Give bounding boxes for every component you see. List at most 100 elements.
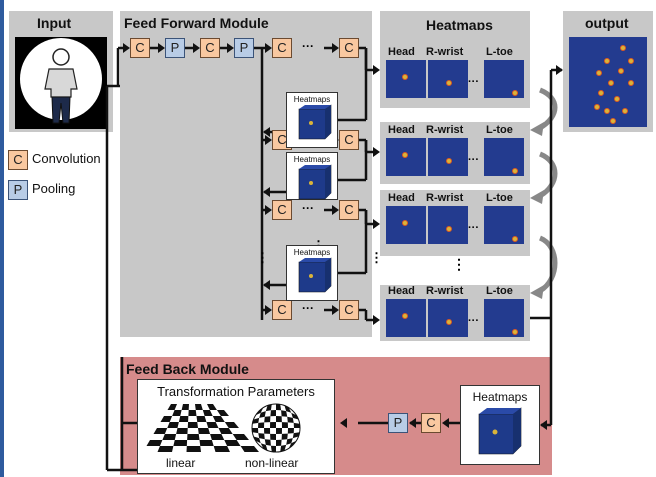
arrowhead [373, 315, 380, 325]
heatmap-image [428, 138, 468, 176]
heatmaps-cube-label: Heatmaps [293, 95, 331, 104]
feedback-conv: C [421, 413, 441, 433]
feedback-heatmaps-box: Heatmaps [460, 385, 540, 465]
heatmap-image [484, 138, 524, 176]
output-keypoint [594, 104, 600, 110]
conv-ellipsis: ··· [302, 201, 314, 215]
heatmap-label: R-wrist [426, 46, 464, 58]
keypoint-dot [512, 168, 518, 174]
arrowhead [373, 219, 380, 229]
output-panel: output [563, 11, 653, 132]
conv-block: C [339, 200, 359, 220]
heatmap-label: L-toe [486, 285, 513, 297]
output-keypoint [620, 45, 626, 51]
arrowhead [227, 43, 234, 53]
arrowhead [265, 305, 272, 315]
heatmap-label: L-toe [486, 192, 513, 204]
conv-ellipsis: ··· [302, 301, 314, 315]
heatmap-label: L-toe [486, 46, 513, 58]
conv-block: C [339, 300, 359, 320]
vdots: ⋮ [256, 250, 269, 265]
heatmap-image [428, 299, 468, 337]
heatmaps-vdots: ⋮ [452, 256, 466, 272]
arrowhead [373, 65, 380, 75]
linear-label: linear [166, 456, 196, 470]
heatmap-image [386, 299, 426, 337]
heatmaps-cube: Heatmaps [286, 245, 338, 301]
output-title: output [585, 15, 629, 31]
pool-block: P [234, 38, 254, 58]
keypoint-dot [402, 313, 408, 319]
heatmap-ellipsis: ··· [468, 154, 479, 166]
arrowhead [332, 43, 339, 53]
heatmap-label: R-wrist [426, 285, 464, 297]
person-figure [15, 37, 107, 129]
arrowhead [332, 205, 339, 215]
conv-block: C [200, 38, 220, 58]
curved-arrow [538, 151, 558, 199]
heatmap-label: Head [388, 124, 415, 136]
heatmaps-cube-label: Heatmaps [293, 248, 331, 257]
heatmaps-cube: Heatmaps [286, 92, 338, 148]
heatmap-label: R-wrist [426, 124, 464, 136]
arrowhead [263, 280, 270, 290]
arrowhead [123, 43, 130, 53]
legend-conv-box: C [8, 150, 28, 170]
keypoint-dot [446, 158, 452, 164]
conv-block: C [272, 200, 292, 220]
transformation-title: Transformation Parameters [157, 384, 315, 399]
heatmaps-cube-label: Heatmaps [293, 155, 331, 164]
keypoint-dot [446, 319, 452, 325]
conv-block: C [272, 38, 292, 58]
output-keypoint [622, 108, 628, 114]
feedback-heatmaps-label: Heatmaps [472, 390, 528, 404]
conv-block: C [339, 38, 359, 58]
arrowhead [373, 147, 380, 157]
arrowhead [540, 420, 547, 430]
arrowhead [263, 187, 270, 197]
keypoint-dot [402, 220, 408, 226]
keypoint-dot [402, 74, 408, 80]
legend-conv-label: Convolution [32, 151, 101, 166]
output-keypoint [610, 118, 616, 124]
conv-block: C [130, 38, 150, 58]
curved-arrow [538, 235, 558, 294]
feed-forward-title: Feed Forward Module [124, 15, 269, 31]
keypoint-dot [446, 80, 452, 86]
vdots: ⋮ [370, 250, 383, 265]
conv-ellipsis: ··· [302, 39, 314, 53]
heatmap-ellipsis: ··· [468, 315, 479, 327]
heatmap-image [484, 206, 524, 244]
warped-grids [146, 403, 301, 453]
heatmap-row: Head R-wrist L-toe ··· [380, 285, 530, 341]
heatmap-image [386, 60, 426, 98]
keypoint-dot [446, 226, 452, 232]
conv-block: C [272, 300, 292, 320]
output-keypoint [628, 58, 634, 64]
output-keypoint [618, 68, 624, 74]
curved-arrowhead [530, 190, 544, 204]
curved-arrow [538, 87, 558, 131]
legend-pool-box: P [8, 180, 28, 200]
heatmap-label: Head [388, 285, 415, 297]
output-keypoint [614, 96, 620, 102]
arrowhead [193, 43, 200, 53]
heatmaps-cube: Heatmaps [286, 152, 338, 200]
feedback-pool: P [388, 413, 408, 433]
arrowhead [332, 305, 339, 315]
heatmap-label: L-toe [486, 124, 513, 136]
curved-arrowhead [530, 122, 544, 136]
output-keypoint [598, 90, 604, 96]
legend-pool-label: Pooling [32, 181, 76, 196]
curved-arrowhead [530, 285, 544, 299]
keypoint-dot [512, 90, 518, 96]
output-keypoint [604, 58, 610, 64]
heatmap-image [428, 60, 468, 98]
heatmap-ellipsis: ··· [468, 222, 479, 234]
conv-block: C [339, 130, 359, 150]
nonlinear-label: non-linear [245, 456, 299, 470]
output-keypoint [596, 70, 602, 76]
